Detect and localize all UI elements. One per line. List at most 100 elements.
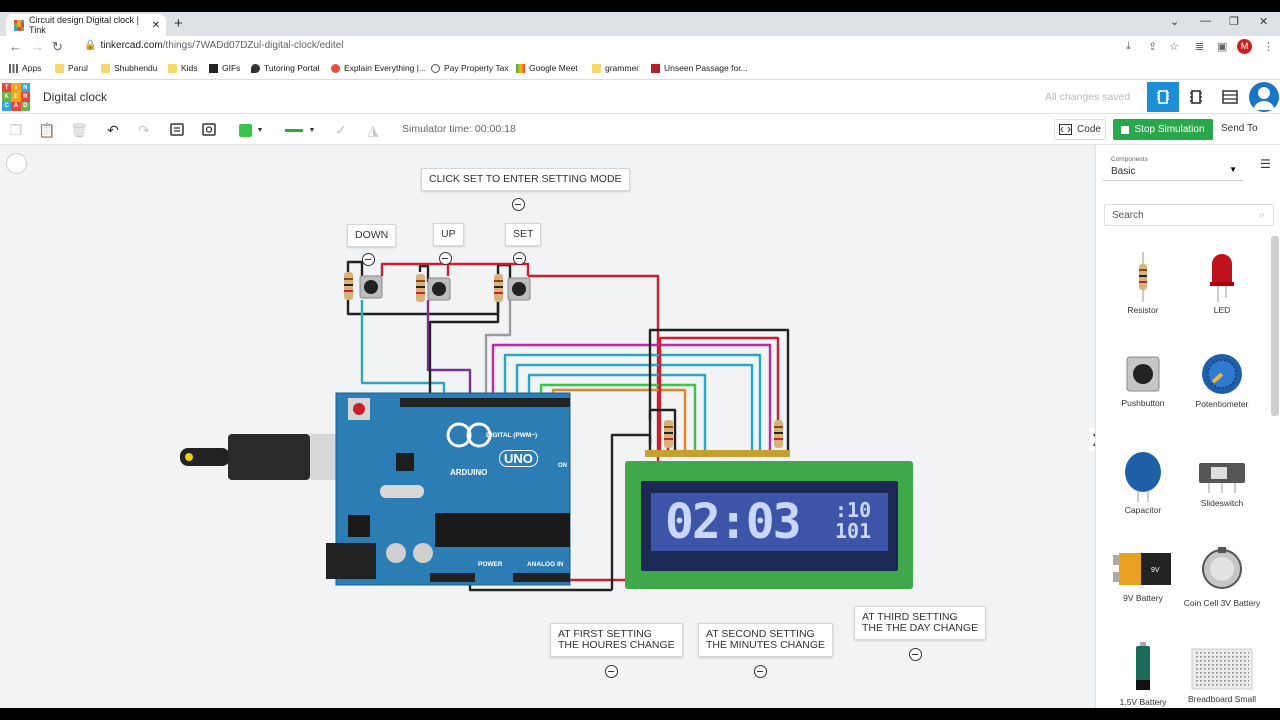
components-select[interactable]: Components Basic ▼ bbox=[1103, 151, 1243, 181]
components-list-view-button[interactable] bbox=[1214, 82, 1246, 112]
project-title[interactable]: Digital clock bbox=[43, 90, 108, 104]
paste-icon[interactable]: 📋 bbox=[38, 121, 56, 138]
list-view-icon[interactable]: ☰ bbox=[1260, 157, 1271, 171]
wire-black[interactable] bbox=[648, 408, 677, 455]
install-icon[interactable]: ⤓ bbox=[1126, 40, 1131, 52]
wire-cyan[interactable] bbox=[360, 300, 446, 400]
component-pushbutton[interactable]: Pushbutton bbox=[1104, 355, 1182, 408]
bookmark-tutoring-portal[interactable]: Tutoring Portal bbox=[251, 63, 319, 73]
component-potentiometer[interactable]: Potentiometer bbox=[1183, 352, 1261, 409]
bookmark-unseen-passage[interactable]: Unseen Passage for... bbox=[651, 63, 748, 73]
note-set[interactable]: SET bbox=[505, 223, 542, 246]
note-toggle-icon[interactable] bbox=[909, 648, 922, 661]
component-led[interactable]: LED bbox=[1183, 252, 1261, 315]
wire-black[interactable] bbox=[346, 300, 500, 316]
wire-black[interactable] bbox=[428, 300, 500, 400]
browser-menu-icon[interactable]: ⋮ bbox=[1263, 41, 1274, 53]
note-toggle-icon[interactable] bbox=[362, 253, 375, 266]
bookmark-gifs[interactable]: GIFs bbox=[209, 63, 240, 73]
note-up[interactable]: UP bbox=[433, 223, 464, 246]
component-slideswitch[interactable]: Slideswitch bbox=[1183, 455, 1261, 508]
send-to-button[interactable]: Send To bbox=[1221, 123, 1258, 134]
note-toggle-icon[interactable] bbox=[754, 665, 767, 678]
tab-close-icon[interactable]: ✕ bbox=[151, 19, 160, 31]
note-down[interactable]: DOWN bbox=[347, 224, 397, 247]
wire-cyan[interactable] bbox=[527, 373, 707, 455]
bookmark-pay-property-tax[interactable]: Pay Property Tax bbox=[431, 63, 509, 73]
wire-black[interactable] bbox=[648, 328, 790, 455]
note-toggle-icon[interactable] bbox=[513, 252, 526, 265]
color-picker[interactable]: ▼ bbox=[236, 120, 266, 140]
bookmark-parul[interactable]: Parul bbox=[55, 63, 88, 73]
flip-icon[interactable]: ◮ bbox=[367, 121, 379, 138]
reading-list-icon[interactable]: ≣ bbox=[1195, 41, 1205, 53]
user-avatar[interactable] bbox=[1249, 82, 1279, 112]
note-toggle-icon[interactable] bbox=[439, 252, 452, 265]
maximize-icon[interactable]: ❐ bbox=[1229, 16, 1239, 28]
pushbutton-up[interactable] bbox=[427, 277, 451, 301]
zoom-to-fit-icon[interactable] bbox=[6, 153, 27, 174]
url-field[interactable]: 🔒tinkercad.com/things/7WADd07DZul-digita… bbox=[84, 40, 344, 51]
forward-icon[interactable]: → bbox=[31, 39, 44, 54]
wire-red[interactable] bbox=[380, 262, 530, 276]
minimize-icon[interactable]: — bbox=[1200, 15, 1211, 27]
arduino-uno-board[interactable] bbox=[326, 392, 571, 586]
component-search-input[interactable]: Search ⌕ bbox=[1104, 204, 1274, 226]
pushbutton-set[interactable] bbox=[507, 277, 531, 301]
tab-search-icon[interactable]: ⌄ bbox=[1170, 16, 1180, 28]
side-panel-icon[interactable]: ▣ bbox=[1217, 41, 1228, 53]
bookmark-shubhendu[interactable]: Shubhendu bbox=[101, 63, 158, 73]
component-9v-battery[interactable]: 9V 9V Battery bbox=[1104, 550, 1182, 603]
browser-tab[interactable]: Circuit design Digital clock | Tink ✕ bbox=[6, 14, 166, 36]
reload-icon[interactable]: ↻ bbox=[52, 39, 63, 54]
pushbutton-down[interactable] bbox=[359, 275, 383, 299]
undo-icon[interactable]: ↶ bbox=[107, 121, 119, 138]
component-resistor[interactable]: Resistor bbox=[1104, 252, 1182, 315]
new-tab-icon[interactable]: + bbox=[174, 15, 183, 32]
note-toggle-icon[interactable] bbox=[605, 665, 618, 678]
bookmark-star-icon[interactable]: ☆ bbox=[1169, 41, 1179, 53]
schematic-view-button[interactable] bbox=[1180, 82, 1212, 112]
toggle-notes-visibility-icon[interactable] bbox=[200, 120, 218, 140]
code-button[interactable]: Code bbox=[1054, 119, 1106, 140]
circuit-view-button[interactable] bbox=[1147, 82, 1179, 112]
note-toggle-icon[interactable] bbox=[512, 198, 525, 211]
circuit-canvas[interactable]: ARDUINO UNO DIGITAL (PWM~) POWER ANALOG … bbox=[0, 145, 1095, 708]
delete-icon[interactable]: 🗑 bbox=[70, 121, 88, 138]
wire-type-picker[interactable]: ▼ bbox=[282, 120, 318, 140]
redo-icon[interactable]: ↷ bbox=[138, 121, 150, 138]
wire-purple[interactable] bbox=[426, 300, 472, 400]
bookmark-apps[interactable]: Apps bbox=[9, 63, 41, 73]
notes-icon[interactable] bbox=[168, 120, 186, 140]
window-close-icon[interactable]: ✕ bbox=[1259, 16, 1269, 28]
wire-grey[interactable] bbox=[484, 300, 512, 400]
wire-black[interactable] bbox=[610, 433, 652, 590]
panel-scrollbar[interactable] bbox=[1271, 236, 1279, 416]
wire-cyan[interactable] bbox=[515, 363, 754, 455]
component-capacitor[interactable]: Capacitor bbox=[1104, 450, 1182, 515]
wire-black[interactable] bbox=[418, 264, 430, 282]
bookmark-explain-everything[interactable]: Explain Everything |... bbox=[331, 63, 426, 73]
component-1-5v-battery[interactable]: 1.5V Battery bbox=[1104, 642, 1182, 707]
wire-magenta[interactable] bbox=[491, 343, 772, 455]
back-icon[interactable]: ← bbox=[9, 39, 22, 54]
lcd-16x2-display[interactable]: 02:03 :10 101 bbox=[625, 461, 913, 589]
stop-simulation-button[interactable]: Stop Simulation bbox=[1113, 119, 1213, 140]
share-icon[interactable]: ⇪ bbox=[1148, 41, 1158, 53]
wire-red[interactable] bbox=[658, 336, 780, 455]
copy-icon[interactable]: ❐ bbox=[9, 121, 23, 138]
bookmark-google-meet[interactable]: Google Meet bbox=[516, 63, 578, 73]
rotate-icon[interactable]: ✓ bbox=[335, 121, 347, 138]
profile-avatar[interactable]: M bbox=[1237, 39, 1252, 54]
resistor-group[interactable] bbox=[344, 272, 783, 448]
wire-black[interactable] bbox=[346, 260, 364, 286]
bookmark-kids[interactable]: Kids bbox=[168, 63, 198, 73]
note-set-hint[interactable]: CLICK SET TO ENTER SETTING MODE bbox=[421, 168, 630, 191]
wire-cyan[interactable] bbox=[503, 353, 762, 455]
component-breadboard-small[interactable]: Breadboard Small bbox=[1183, 647, 1261, 704]
bookmark-grammer[interactable]: grammer bbox=[592, 63, 639, 73]
